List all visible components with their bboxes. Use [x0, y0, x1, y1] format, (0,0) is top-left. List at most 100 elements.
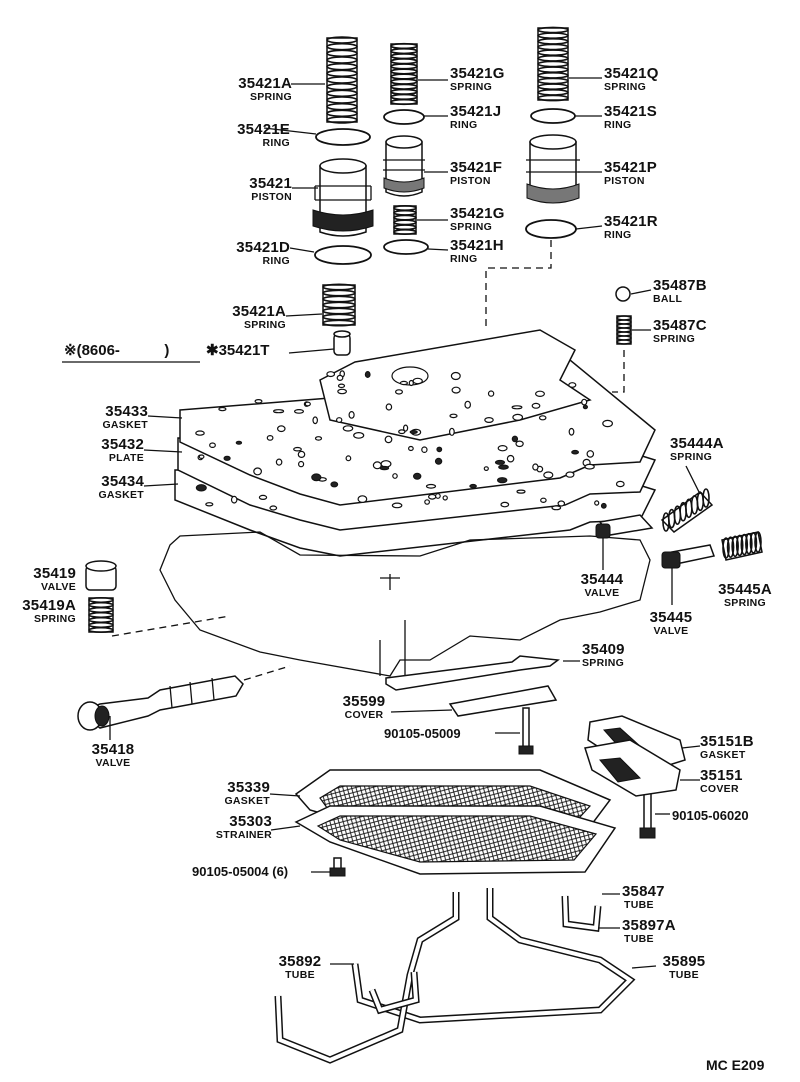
plate-hole: [435, 493, 441, 499]
part-number: 35445A: [718, 581, 772, 598]
plate-hole: [253, 467, 263, 476]
plate-hole: [494, 459, 506, 465]
label-35303: 35303 STRAINER: [190, 814, 272, 841]
ring-35421H: [383, 239, 429, 255]
label-35421R: 35421R RING: [604, 214, 658, 241]
plate-hole: [297, 450, 306, 458]
label-35419A: 35419A SPRING: [6, 598, 76, 625]
label-35599: 35599 COVER: [336, 694, 392, 721]
plate-hole: [582, 404, 589, 410]
valve-35445: [661, 544, 716, 569]
coil-turn: [726, 536, 735, 558]
plate-hole: [408, 445, 414, 452]
part-number: 35895: [662, 953, 706, 970]
part-name: GASKET: [224, 795, 270, 807]
tube-35897A: [561, 895, 602, 932]
plate-hole: [543, 471, 554, 479]
ring-35421S: [530, 108, 576, 124]
plate-hole: [337, 383, 346, 389]
label-35421Q: 35421Q SPRING: [604, 66, 659, 93]
label-35421: 35421 PISTON: [220, 176, 292, 203]
part-number: 35421S: [604, 103, 657, 120]
spring-35421G-top: [390, 42, 418, 106]
ring-35421J: [383, 109, 425, 125]
label-35421F: 35421F PISTON: [450, 160, 502, 187]
plate-hole: [294, 409, 305, 414]
part-name: TUBE: [669, 969, 699, 981]
part-name: COVER: [344, 709, 384, 721]
plate-hole: [364, 371, 371, 378]
plate-hole: [450, 371, 461, 381]
part-name: SPRING: [33, 613, 76, 625]
plate-hole: [571, 449, 579, 455]
label-35847: 35847 TUBE: [622, 884, 665, 911]
part-number: 35421G: [450, 205, 505, 222]
plate-hole: [551, 505, 562, 511]
plate-hole: [497, 477, 508, 484]
plate-hole: [293, 446, 302, 452]
label-35444: 35444 VALVE: [572, 572, 632, 599]
plate-hole: [594, 500, 600, 506]
piston-35421: [312, 158, 374, 237]
plate-hole: [425, 483, 437, 489]
plate-hole: [483, 466, 489, 472]
part-name: VALVE: [41, 581, 76, 593]
note-close: ): [164, 342, 170, 359]
plate-hole: [464, 400, 472, 409]
spring-35409: [385, 655, 560, 691]
plate-hole: [342, 425, 354, 432]
plate-hole: [195, 430, 205, 436]
coil-turn: [616, 339, 632, 345]
coil-turn: [393, 229, 417, 235]
part-number: 35303: [229, 813, 272, 830]
part-name: STRAINER: [215, 829, 272, 841]
plate-hole: [498, 464, 509, 470]
bolt-number: 90105-05009: [384, 726, 461, 741]
part-number: 35418: [91, 741, 135, 758]
plate-hole: [413, 472, 422, 480]
label-35421G-low: 35421G SPRING: [450, 206, 505, 233]
part-name: SPRING: [243, 319, 286, 331]
plate-hole: [209, 442, 216, 449]
label-35419: 35419 VALVE: [10, 566, 76, 593]
part-name: RING: [450, 119, 478, 131]
part-number: 35487B: [653, 277, 707, 294]
plate-hole: [615, 480, 625, 488]
part-name: GASKET: [700, 749, 746, 761]
part-number: 35419: [33, 565, 76, 582]
cover-35599: [448, 685, 558, 717]
label-35421G-top: 35421G SPRING: [450, 66, 505, 93]
plate-hole: [254, 398, 263, 404]
label-35892: 35892 TUBE: [270, 954, 330, 981]
valve-body: [159, 531, 651, 677]
spring-35487C: [616, 315, 632, 345]
plate-hole: [353, 432, 365, 439]
plate-hole: [398, 429, 406, 435]
plate-hole: [314, 436, 323, 441]
plate-hole: [602, 419, 613, 428]
part-number: 35892: [278, 953, 322, 970]
plate-hole: [568, 382, 577, 388]
tube-35895: [351, 888, 636, 1024]
part-name: SPRING: [723, 597, 767, 609]
plate-hole: [434, 457, 443, 465]
part-number: 35847: [622, 883, 665, 900]
plate-hole: [218, 406, 227, 412]
plate-hole: [395, 389, 404, 395]
coil-turn: [88, 626, 114, 634]
plate-hole: [451, 386, 461, 394]
label-35421H: 35421H RING: [450, 238, 504, 265]
part-name: VALVE: [95, 757, 131, 769]
coil-turn: [740, 533, 749, 556]
part-number: 35434: [101, 473, 144, 490]
tube-35892: [274, 892, 460, 1064]
plate-hole: [428, 493, 437, 500]
plate-hole: [497, 445, 508, 452]
plate-hole: [384, 435, 393, 444]
valve-35444: [595, 514, 654, 539]
part-number: 35487C: [653, 317, 707, 334]
label-35895: 35895 TUBE: [654, 954, 714, 981]
plate-holes: [195, 370, 625, 511]
part-name: PISTON: [604, 175, 645, 187]
plate-hole: [198, 454, 205, 460]
